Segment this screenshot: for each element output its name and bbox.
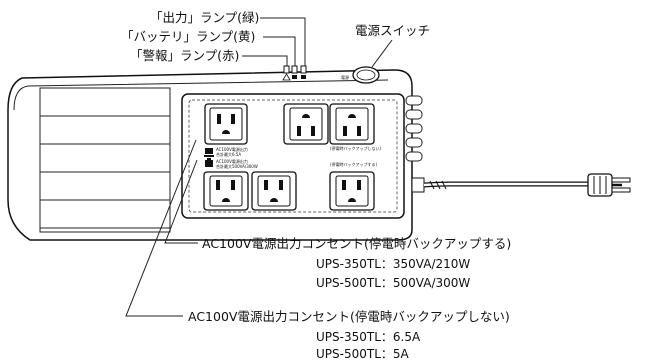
- outlet-lower-left: [203, 171, 249, 211]
- outlet-upper-left: [204, 103, 248, 145]
- backup-title: AC100V電源出力コンセント(停電時バックアップする): [202, 236, 511, 251]
- no-backup-spec-350: UPS-350TL：6.5A: [316, 330, 421, 344]
- vent-panel: [39, 87, 171, 233]
- switch-mark: 電源: [341, 74, 349, 80]
- leader-no-backup: [125, 139, 197, 317]
- power-switch-label: 電源スイッチ: [355, 23, 430, 38]
- outlet-lower-right: [329, 171, 375, 211]
- side-vents: [405, 95, 423, 162]
- lower-label-line2: 合計最大500VA/300W: [216, 163, 258, 169]
- no-backup-tag: (停電時バックアップしない): [330, 145, 382, 151]
- battery-icon-lower: [205, 158, 213, 167]
- power-cord: [411, 177, 590, 193]
- outlet-upper-right: [329, 103, 375, 145]
- no-backup-spec-500: UPS-500TL：5A: [316, 347, 410, 361]
- outlet-upper-middle: [283, 103, 329, 145]
- lamp-battery-icon: [291, 65, 298, 79]
- plug-icon-upper: [204, 148, 214, 157]
- power-plug: [587, 173, 631, 197]
- no-backup-title: AC100V電源出力コンセント(停電時バックアップしない): [188, 309, 510, 324]
- lamp-warning-label: 「警報」ランプ(赤): [130, 48, 239, 63]
- backup-spec-350: UPS-350TL：350VA/210W: [316, 257, 470, 271]
- power-switch: 電源: [341, 66, 380, 84]
- leader-backup: [164, 159, 198, 244]
- lamp-output-label: 「出力」ランプ(緑): [150, 10, 259, 25]
- backup-tag: (停電時バックアップする): [330, 161, 378, 167]
- upper-label-line2: 合計最大6.5A: [216, 151, 241, 157]
- lamp-output-icon: [300, 65, 307, 79]
- lamp-warning-icon: [282, 65, 291, 81]
- backup-spec-500: UPS-500TL：500VA/300W: [316, 276, 470, 290]
- lower-label-line1: AC100V電源出力: [216, 158, 248, 164]
- upper-label-line1: AC100V電源出力: [216, 146, 248, 152]
- outlet-lower-middle: [251, 171, 297, 211]
- lamp-battery-label: 「バッテリ」ランプ(黄): [121, 29, 255, 44]
